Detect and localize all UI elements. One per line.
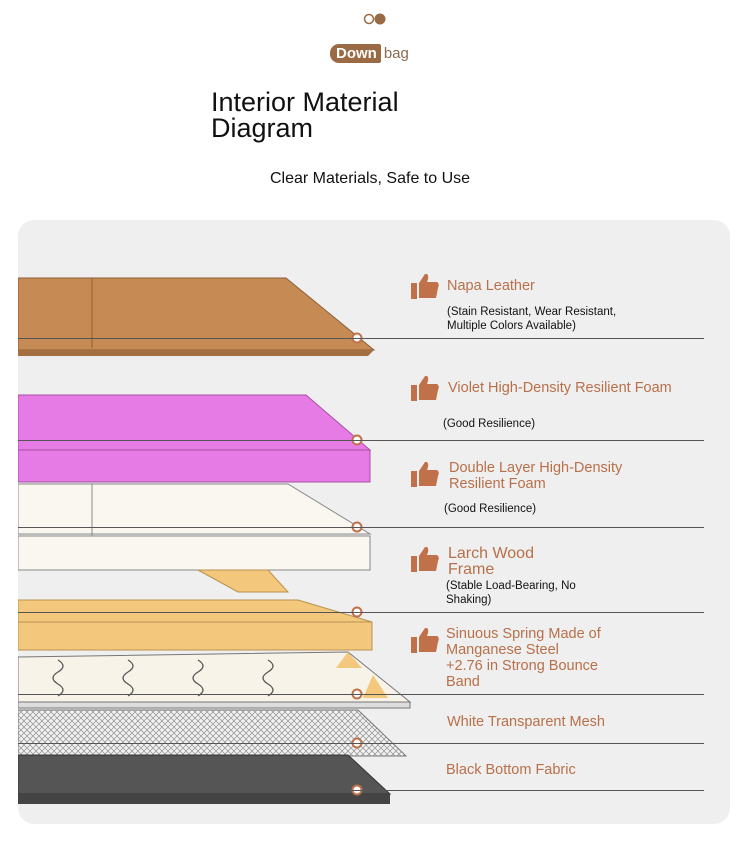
thumbs-up-icon xyxy=(411,627,439,653)
page-subtitle: Clear Materials, Safe to Use xyxy=(269,170,471,187)
layer-7-name: Black Bottom Fabric xyxy=(446,762,576,778)
thumbs-up-icon xyxy=(411,461,439,487)
layer-stack-illustration xyxy=(18,277,412,804)
divider xyxy=(18,694,704,695)
violet-foam-layer xyxy=(18,394,372,451)
leather-layer xyxy=(18,277,376,351)
layer-6-name: White Transparent Mesh xyxy=(447,714,605,730)
divider xyxy=(18,743,704,744)
diagram-panel: Napa Leather (Stain Resistant, Wear Resi… xyxy=(18,220,730,824)
title-line-2: Diagram xyxy=(211,113,314,143)
thumbs-up-icon xyxy=(411,546,439,572)
divider xyxy=(18,612,704,613)
layer-2-name: Violet High-Density Resilient Foam xyxy=(448,380,672,396)
thumbs-up-icon xyxy=(411,375,439,401)
layer-2-desc: (Good Resilience) xyxy=(443,418,536,430)
title-line-1: Interior Material xyxy=(211,87,399,117)
wood-frame-layer xyxy=(197,569,290,593)
mesh-layer xyxy=(18,709,408,757)
thumbs-up-icon xyxy=(411,273,439,299)
divider xyxy=(18,790,704,791)
brand-logo: Down bag xyxy=(330,44,409,63)
brand-dots-icon xyxy=(363,13,386,25)
divider xyxy=(18,440,704,441)
layer-1-desc: (Stain Resistant, Wear Resistant,Multipl… xyxy=(447,306,617,332)
divider xyxy=(18,527,704,528)
page-title: Interior Material Diagram xyxy=(211,87,399,143)
layer-1-name: Napa Leather xyxy=(447,278,535,294)
layer-3-desc: (Good Resilience) xyxy=(444,503,537,515)
white-foam-layer xyxy=(18,483,372,535)
brand-part2: bag xyxy=(383,45,409,62)
black-fabric-layer xyxy=(18,754,392,795)
divider xyxy=(18,338,704,339)
brand-part1: Down xyxy=(330,44,381,63)
